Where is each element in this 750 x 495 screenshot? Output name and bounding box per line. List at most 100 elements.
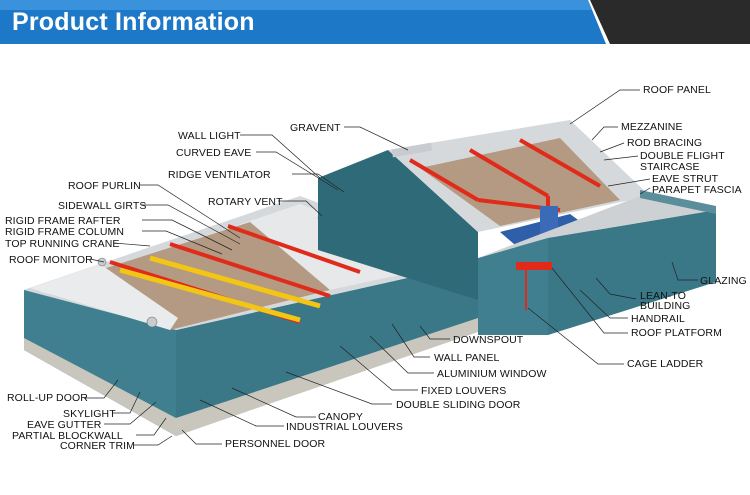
label-rotary-vent: ROTARY VENT	[208, 196, 283, 208]
leader-line	[419, 325, 450, 340]
leader-line	[595, 277, 637, 300]
label-wall-panel: WALL PANEL	[434, 352, 500, 364]
label-rigid-frame-rafter: RIGID FRAME RAFTER	[5, 215, 121, 227]
lean-to-side-wall	[548, 210, 716, 335]
crane-girder	[149, 255, 321, 309]
leader-line	[579, 289, 628, 319]
leader-line	[199, 399, 284, 427]
label-gravent: GRAVENT	[290, 122, 341, 134]
label-roof-panel: ROOF PANEL	[643, 84, 711, 96]
label-double-sliding-door: DOUBLE SLIDING DOOR	[396, 399, 521, 411]
label-sidewall-girts: SIDEWALL GIRTS	[58, 200, 147, 212]
page-title: Product Information	[12, 8, 255, 36]
label-partial-blockwall: PARTIAL BLOCKWALL	[12, 430, 123, 442]
staircase-shape	[540, 206, 558, 236]
leader-line	[142, 230, 223, 255]
leader-line	[113, 242, 151, 247]
leader-line	[551, 267, 628, 334]
leader-line	[84, 379, 119, 399]
label-handrail: HANDRAIL	[631, 313, 685, 325]
tall-frame-rafter	[408, 158, 480, 202]
partial-blockwall-left	[24, 338, 176, 436]
label-eave-gutter: EAVE GUTTER	[27, 419, 102, 431]
gravent-shape	[391, 142, 433, 158]
leader-lines	[84, 89, 698, 446]
lean-to-front-wall	[478, 238, 548, 335]
rigid-frame-rafter	[169, 242, 331, 298]
label-personnel-door: PERSONNEL DOOR	[225, 438, 326, 450]
label-building: BUILDING	[640, 300, 691, 312]
lean-to-roof	[478, 196, 716, 258]
leader-line	[369, 335, 434, 374]
label-top-running-crane: TOP RUNNING CRANE	[5, 238, 120, 250]
leader-line	[599, 142, 625, 153]
leader-line	[339, 345, 418, 391]
leader-line	[671, 261, 698, 281]
leader-line	[607, 178, 651, 187]
leader-line	[142, 219, 233, 251]
label-skylight: SKYLIGHT	[63, 408, 116, 420]
tall-interior	[420, 138, 620, 226]
header-blue-shine	[0, 0, 592, 10]
leader-line	[240, 134, 321, 179]
roof-monitor	[30, 264, 178, 330]
leader-line	[104, 401, 157, 425]
leader-line	[181, 429, 222, 445]
leader-line	[591, 126, 618, 141]
rigid-frame-rafter	[227, 224, 361, 274]
label-aluminium-window: ALUMINIUM WINDOW	[437, 368, 547, 380]
label-cage-ladder: CAGE LADDER	[627, 358, 704, 370]
label-ridge-ventilator: RIDGE VENTILATOR	[168, 169, 271, 181]
parapet-fascia	[640, 190, 716, 214]
label-double-flight: DOUBLE FLIGHT	[640, 150, 725, 162]
leader-line	[391, 323, 430, 358]
partial-blockwall-strip	[176, 318, 478, 436]
label-curved-eave: CURVED EAVE	[176, 147, 252, 159]
header-bar	[0, 0, 750, 44]
header-dark-accent	[590, 0, 750, 44]
leader-line	[136, 417, 167, 436]
label-parapet-fascia: PARAPET FASCIA	[652, 184, 742, 196]
leader-line	[134, 435, 173, 446]
leader-line	[231, 387, 316, 418]
label-roof-purlin: ROOF PURLIN	[68, 180, 141, 192]
roof-platform-shape	[516, 262, 552, 270]
label-fixed-louvers: FIXED LOUVERS	[421, 385, 507, 397]
label-wall-light: WALL LIGHT	[178, 130, 241, 142]
label-roll-up-door: ROLL-UP DOOR	[7, 392, 88, 404]
tall-building-endwall	[318, 150, 478, 300]
leader-line	[639, 187, 651, 195]
leader-line	[256, 151, 339, 191]
leader-line	[292, 173, 345, 193]
rotary-vent-shape	[97, 257, 107, 267]
leader-line	[285, 371, 392, 405]
leader-line	[89, 258, 105, 263]
label-staircase: STAIRCASE	[640, 161, 700, 173]
header-blue-band	[0, 0, 606, 44]
tall-frame-rafter	[468, 148, 550, 198]
leader-line	[112, 391, 141, 414]
top-running-crane	[119, 255, 321, 323]
leader-line	[278, 200, 323, 217]
crane-girder	[119, 267, 301, 323]
label-eave-strut: EAVE STRUT	[652, 173, 719, 185]
label-roof-monitor: ROOF MONITOR	[9, 254, 93, 266]
label-glazing: GLAZING	[700, 275, 747, 287]
label-canopy: CANOPY	[318, 411, 363, 423]
leader-line	[603, 155, 639, 161]
label-rigid-frame-column: RIGID FRAME COLUMN	[5, 226, 125, 238]
leader-line	[527, 307, 624, 365]
label-lean-to: LEAN-TO	[640, 290, 687, 302]
leader-line	[141, 204, 241, 245]
rotary-vent-shape	[146, 316, 158, 328]
label-roof-platform: ROOF PLATFORM	[631, 327, 722, 339]
label-corner-trim: CORNER TRIM	[60, 440, 135, 452]
label-mezzanine: MEZZANINE	[621, 121, 683, 133]
front-sidewall	[176, 262, 478, 436]
leader-line	[569, 89, 640, 125]
leader-line	[344, 126, 409, 151]
leader-line	[140, 184, 241, 239]
label-rod-bracing: ROD BRACING	[627, 137, 703, 149]
label-downspout: DOWNSPOUT	[453, 334, 524, 346]
